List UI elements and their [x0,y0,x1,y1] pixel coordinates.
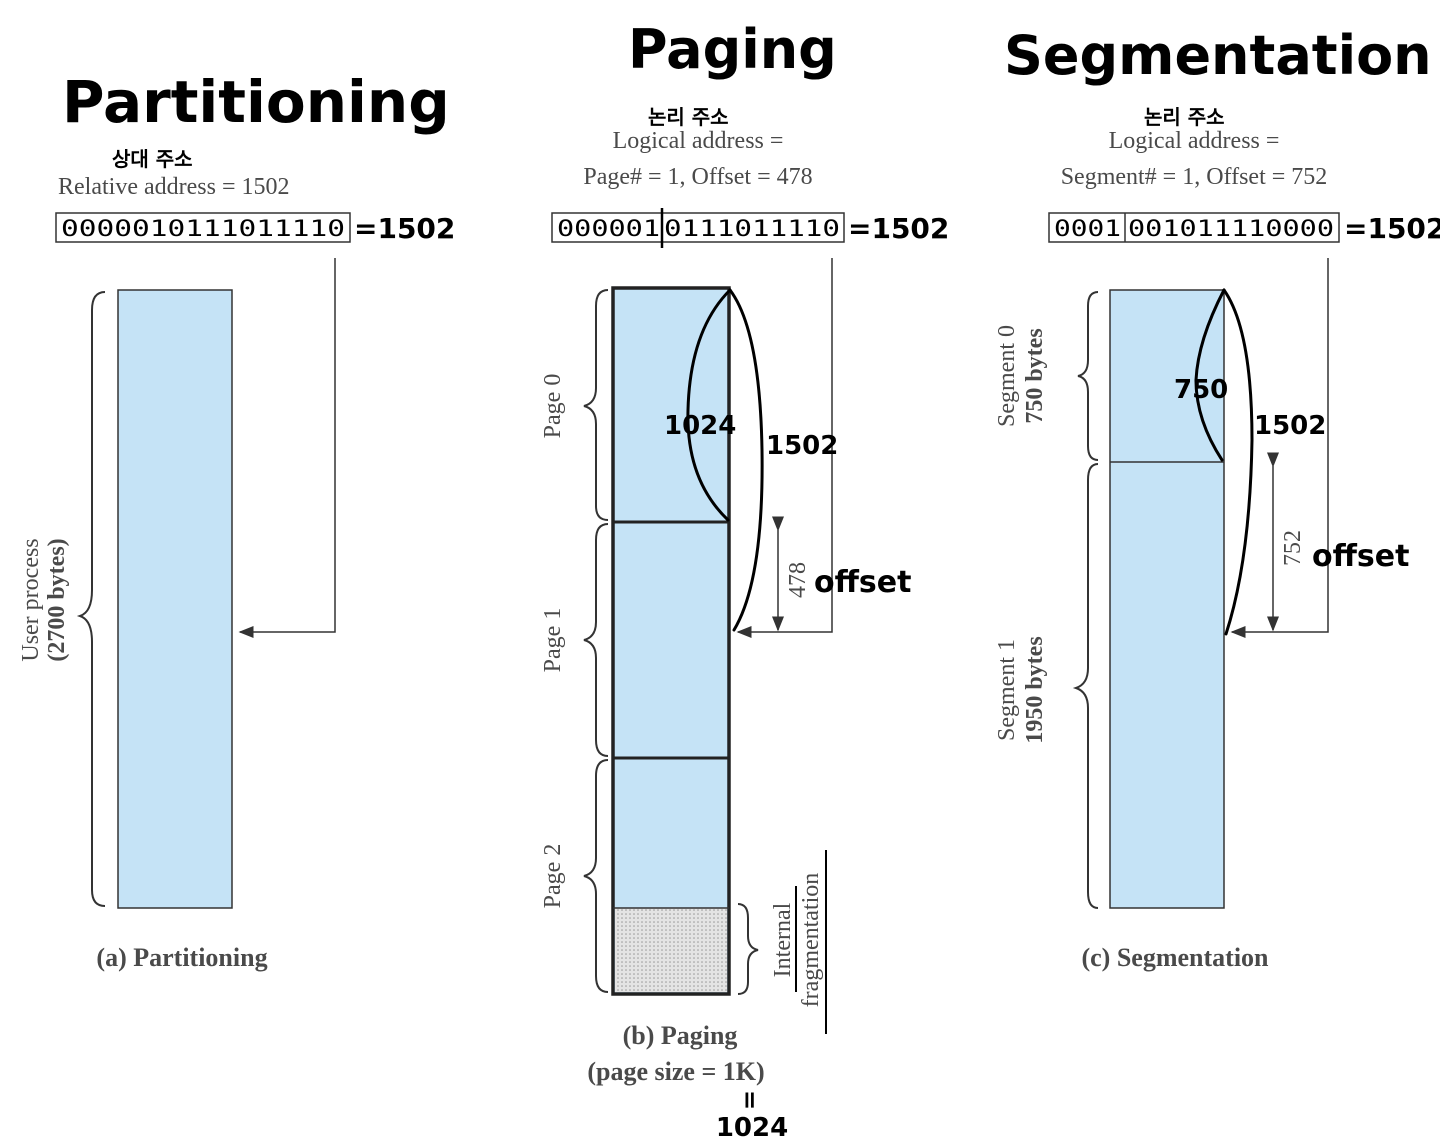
segmentation-address-arrow [1230,258,1329,638]
paging-binary-page-number: 000001 [557,217,660,242]
partitioning-panel: Partitioning 상대 주소 Relative address = 15… [18,68,455,972]
paging-caption-line2: (page size = 1K) [587,1057,764,1086]
segmentation-offset-note: offset [1312,539,1409,574]
page1-brace [583,523,609,757]
note-1502-curve [728,288,764,632]
relative-address-label: Relative address = 1502 [58,174,289,200]
paging-handwritten-title: Paging [628,18,837,81]
partitioning-caption: (a) Partitioning [96,943,267,972]
segmentation-note-1502: 1502 [1254,411,1326,441]
segment1-brace [1072,463,1099,909]
segmentation-equals-note: =1502 [1344,212,1440,245]
page2-label: Page 2 [540,844,566,909]
segmentation-logical-address-line2: Segment# = 1, Offset = 752 [1061,164,1328,190]
paging-panel: Paging 논리 주소 Logical address = Page# = 1… [540,18,949,1143]
fragmentation-brace [737,903,759,995]
paging-korean-label: 논리 주소 [648,105,729,129]
note-1502-curve-seg [1222,288,1254,636]
page-offset-value: 478 [785,562,811,598]
segmentation-address-box [1048,212,1340,243]
paging-logical-address-line2: Page# = 1, Offset = 478 [583,164,812,190]
paging-binary-offset: 0111011110 [664,217,840,242]
user-process-brace [76,291,106,907]
segment1-size-label: 1950 bytes [1022,636,1048,743]
segmentation-logical-address-line1: Logical address = [1109,128,1280,154]
partitioning-address-box [55,212,351,243]
paging-note-1024-below: 1024 [716,1113,788,1143]
user-process-label: User process [18,538,44,661]
segmentation-note-750: 750 [1174,375,1228,405]
internal-fragmentation-area [615,908,727,992]
partitioning-handwritten-title: Partitioning [62,68,450,136]
segment0-label: Segment 0 [994,325,1020,427]
paging-equals-sign: = [736,1090,764,1110]
segmentation-panel: Segmentation 논리 주소 Logical address = Seg… [994,24,1440,972]
user-process-size-label: (2700 bytes) [44,538,70,661]
paging-equals-note: =1502 [848,212,949,245]
page1-label: Page 1 [540,608,566,673]
segment1-label: Segment 1 [994,639,1020,741]
paging-process-block [611,286,731,996]
paging-address-box [551,212,845,243]
segmentation-binary-offset: 001011110000 [1128,217,1334,242]
paging-logical-address-line1: Logical address = [613,128,784,154]
page2-brace [583,759,609,993]
partitioning-address-arrow [238,258,336,638]
segmentation-handwritten-title: Segmentation [1004,24,1432,87]
page0-label: Page 0 [540,374,566,439]
segmentation-korean-label: 논리 주소 [1144,105,1225,129]
page0-brace [583,289,609,521]
paging-caption-line1: (b) Paging [623,1021,738,1050]
partitioning-binary-address: 0000010111011110 [61,217,345,242]
paging-note-1024: 1024 [664,411,736,441]
segmentation-caption: (c) Segmentation [1081,943,1269,972]
partitioning-korean-label: 상대 주소 [112,147,193,171]
note-1024-curve [686,288,732,522]
paging-note-1502: 1502 [766,431,838,461]
fragmentation-label-line1: Internal [770,902,796,977]
note-750-curve [1194,288,1226,462]
partitioning-equals-note: =1502 [354,212,455,245]
user-process-block [117,289,233,909]
segmentation-process-block [1109,289,1225,909]
segmentation-binary-segment-number: 0001 [1054,217,1121,242]
segment0-size-label: 750 bytes [1022,328,1048,423]
paging-offset-note: offset [814,565,911,600]
segment0-brace [1077,291,1099,461]
segment-offset-value: 752 [1280,530,1306,566]
fragmentation-label-line2: fragmentation [798,873,824,1008]
paging-address-arrow [736,258,833,638]
